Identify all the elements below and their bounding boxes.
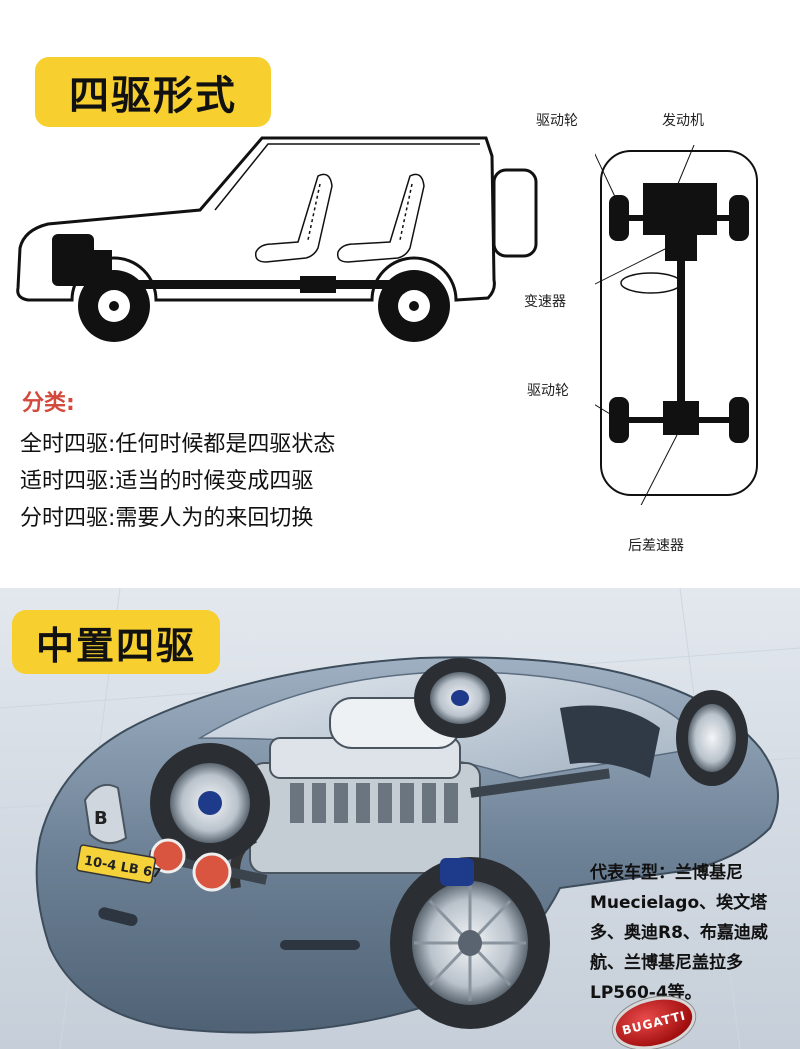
four-wheel-drive-panel: 四驱形式 <box>16 57 758 554</box>
suv-seat-rear <box>336 173 425 263</box>
chassis-engine <box>643 183 717 235</box>
label-engine: 发动机 <box>662 113 704 129</box>
chassis-transmission <box>665 233 697 261</box>
section-title-mid-engine-awd: 中置四驱 <box>12 610 220 674</box>
suv-driveshaft <box>112 280 412 289</box>
rear-left-wheel <box>609 397 629 443</box>
label-transmission: 变速器 <box>524 294 566 310</box>
mid-engine-awd-panel: 中置四驱 <box>0 588 800 1049</box>
classification-on-demand: 适时四驱:适当的时候变成四驱 <box>20 469 314 494</box>
front-right-wheel <box>729 195 749 241</box>
chassis-top-diagram <box>595 145 758 505</box>
spare-wheel <box>492 168 538 258</box>
label-rear-differential: 后差速器 <box>628 538 684 554</box>
w16-engine <box>229 697 481 889</box>
suv-front-wheel <box>78 270 150 342</box>
label-drive-wheel-rear: 驱动轮 <box>527 383 569 399</box>
section-title-4wd-forms: 四驱形式 <box>35 57 271 127</box>
chassis-driveshaft <box>677 259 685 409</box>
front-left-wheel <box>609 195 629 241</box>
front-left-wheel-car <box>150 743 270 863</box>
rear-right-wheel-visible <box>676 690 748 786</box>
classification-part-time: 分时四驱:需要人为的来回切换 <box>20 506 314 531</box>
suv-rear-wheel <box>378 270 450 342</box>
classification-heading: 分类: <box>22 391 75 416</box>
bugatti-cutaway-illustration: B 10-4 LB 67 <box>35 656 779 1034</box>
rear-driveshaft <box>470 768 611 798</box>
front-grille <box>83 784 128 845</box>
representative-models-text: 代表车型：兰博基尼Muecielago、埃文塔多、奥迪R8、布嘉迪威航、兰博基尼… <box>590 863 768 1003</box>
rear-wheel <box>414 658 506 738</box>
bugatti-logo-text: BUGATTI <box>620 1008 688 1038</box>
headlights <box>150 838 232 892</box>
label-drive-wheel-front: 驱动轮 <box>536 113 578 129</box>
rear-right-wheel <box>729 397 749 443</box>
suv-side-diagram <box>16 136 538 342</box>
suv-seat-front <box>254 173 333 263</box>
suv-engine <box>52 234 94 286</box>
classification-full-time: 全时四驱:任何时候都是四驱状态 <box>20 432 336 457</box>
svg-text:B: B <box>94 808 108 829</box>
front-right-wheel-car <box>390 857 550 1029</box>
